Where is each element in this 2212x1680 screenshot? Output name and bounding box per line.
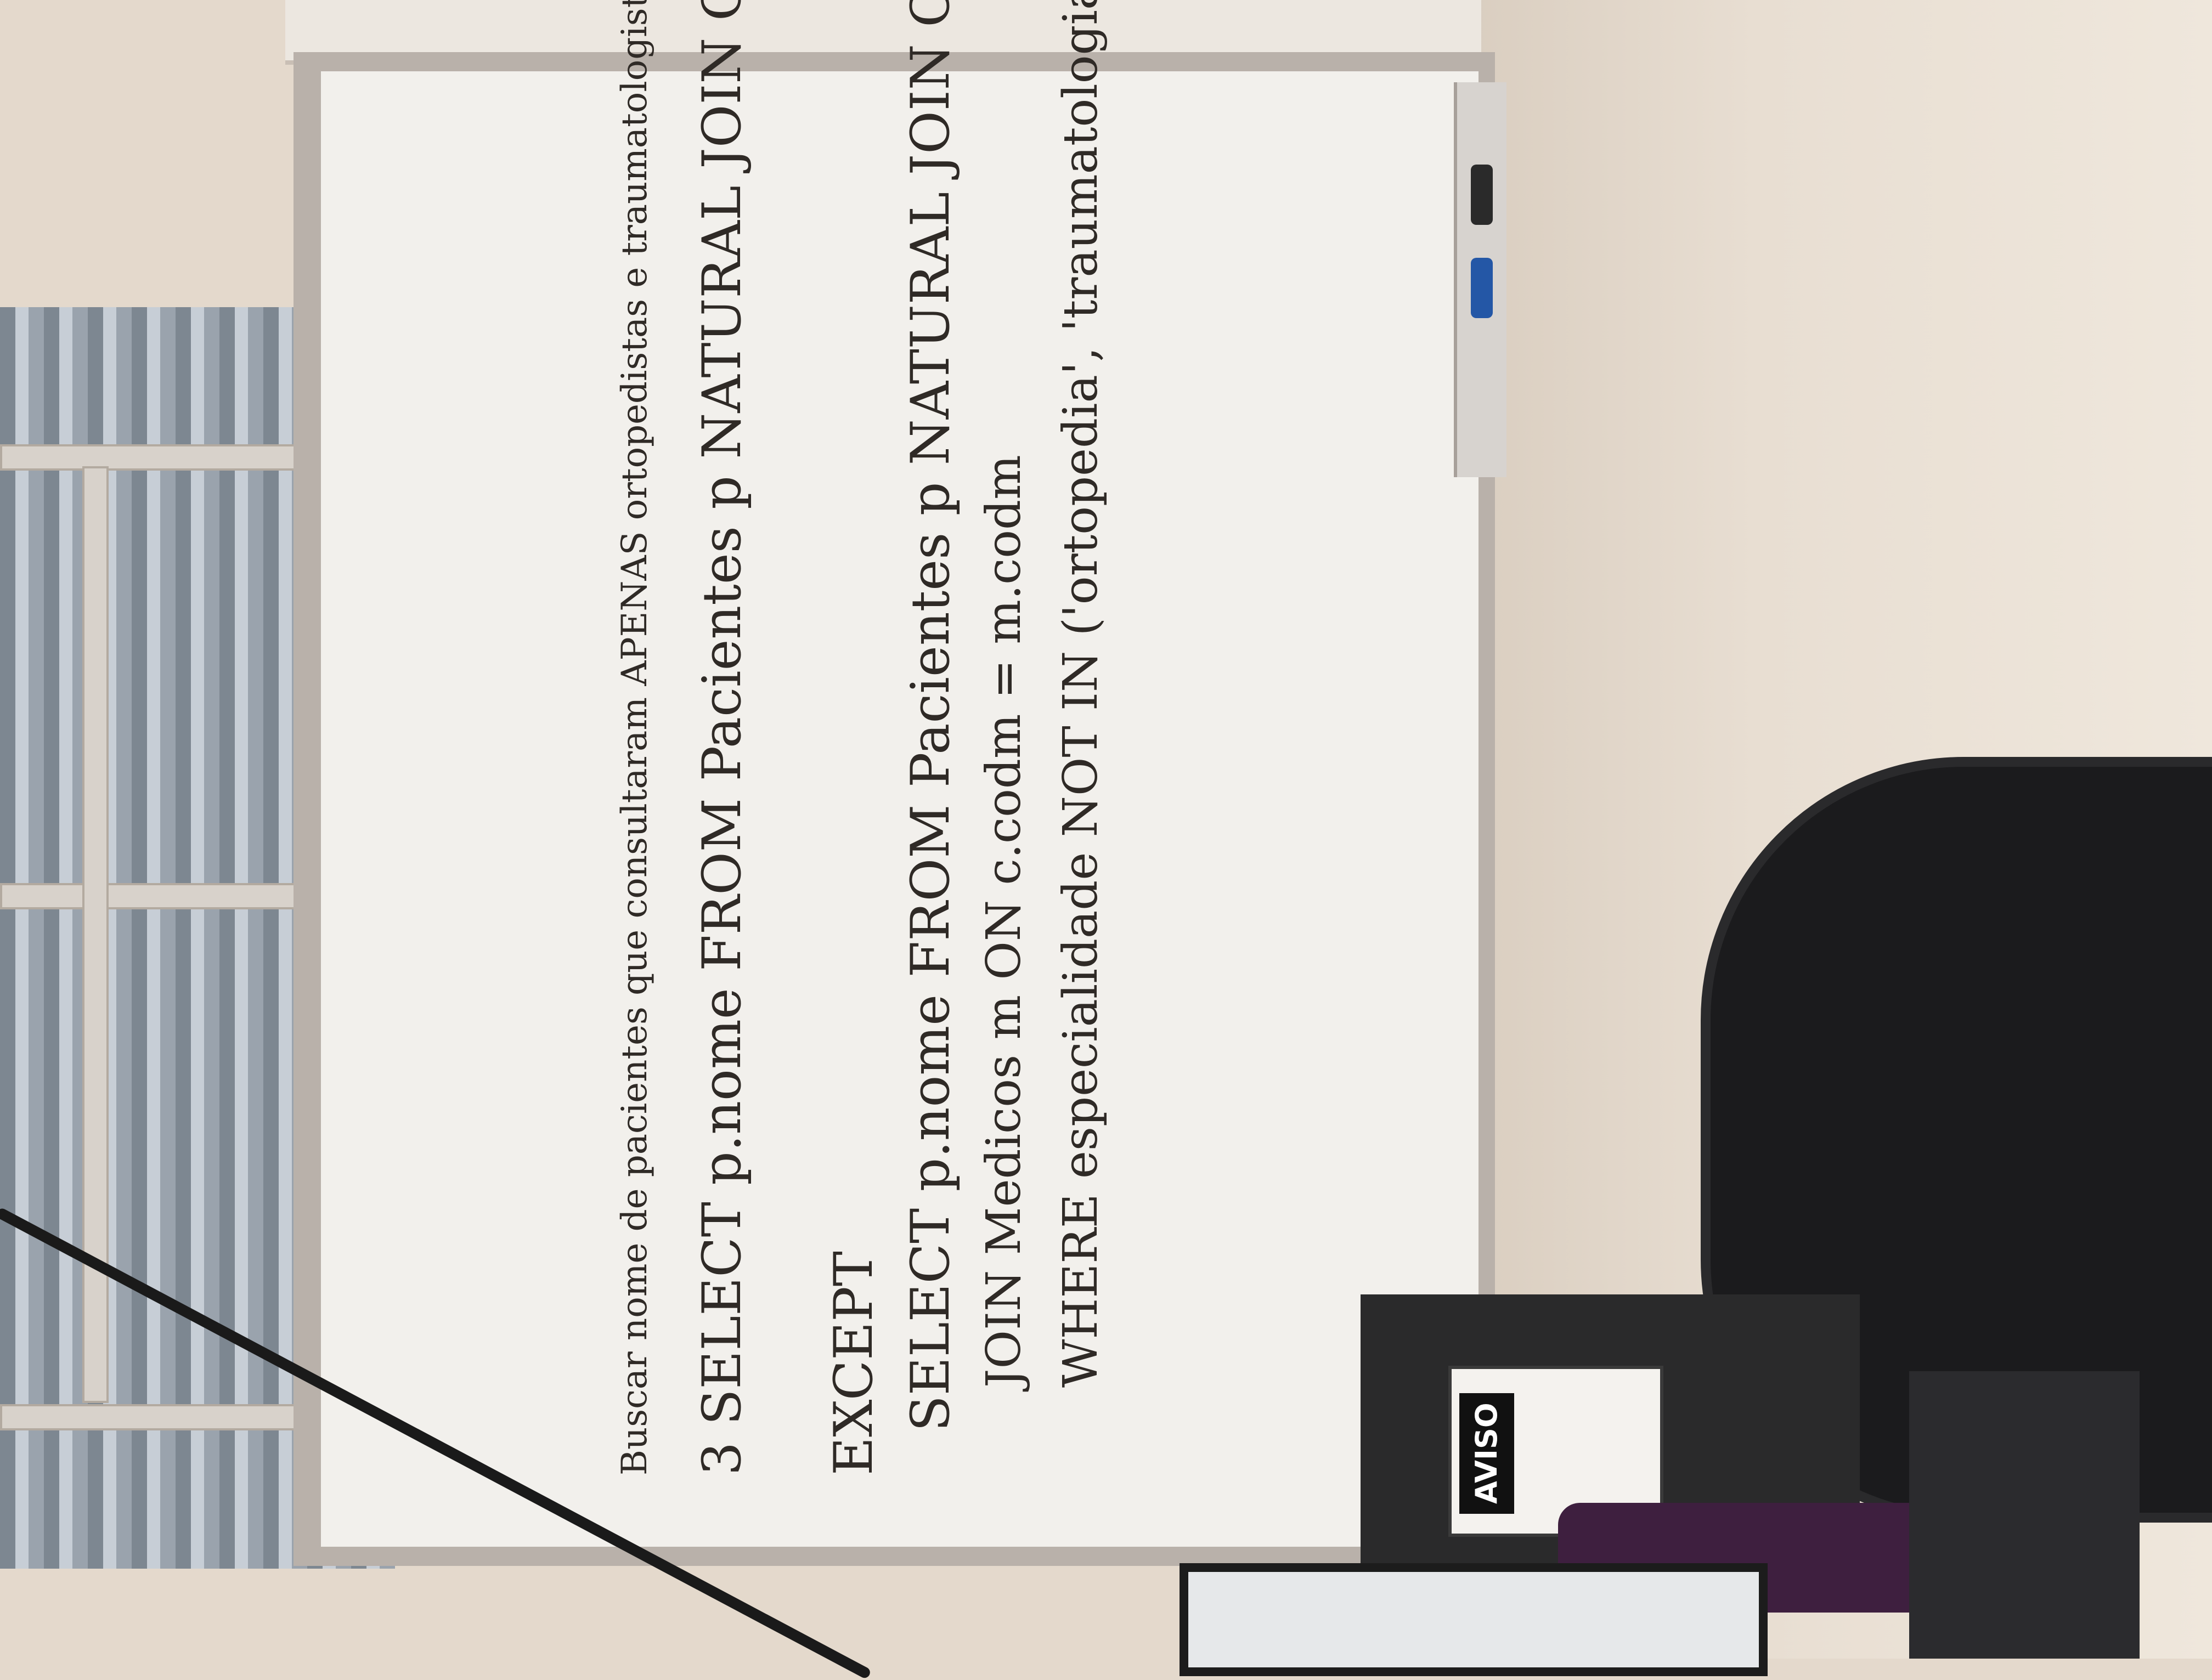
marker-black[interactable] xyxy=(1471,165,1493,225)
board-line-where: WHERE especialidade NOT IN ('ortopedia',… xyxy=(1053,0,1108,1388)
notice-sign-label: AVISO xyxy=(1459,1393,1514,1514)
marker-tray xyxy=(1454,82,1506,477)
monitor-screen xyxy=(1180,1563,1768,1676)
board-line-query-select: 3 SELECT p.nome FROM Pacientes p NATURAL… xyxy=(691,0,753,1475)
window-mullion xyxy=(82,466,109,1403)
whiteboard-text: Buscar nome de pacientes que consultaram… xyxy=(592,0,1141,1508)
board-line-except: EXCEPT xyxy=(823,1251,884,1475)
window-mullion xyxy=(0,444,312,471)
keyboard xyxy=(1909,1371,2140,1659)
board-line-select-2: SELECT p.nome FROM Pacientes p NATURAL J… xyxy=(900,0,961,1432)
board-line-join: JOIN Medicos m ON c.codm = m.codm xyxy=(977,455,1031,1388)
whiteboard xyxy=(321,71,1479,1547)
marker-blue[interactable] xyxy=(1471,258,1493,318)
board-line-question: Buscar nome de pacientes que consultaram… xyxy=(614,0,655,1475)
